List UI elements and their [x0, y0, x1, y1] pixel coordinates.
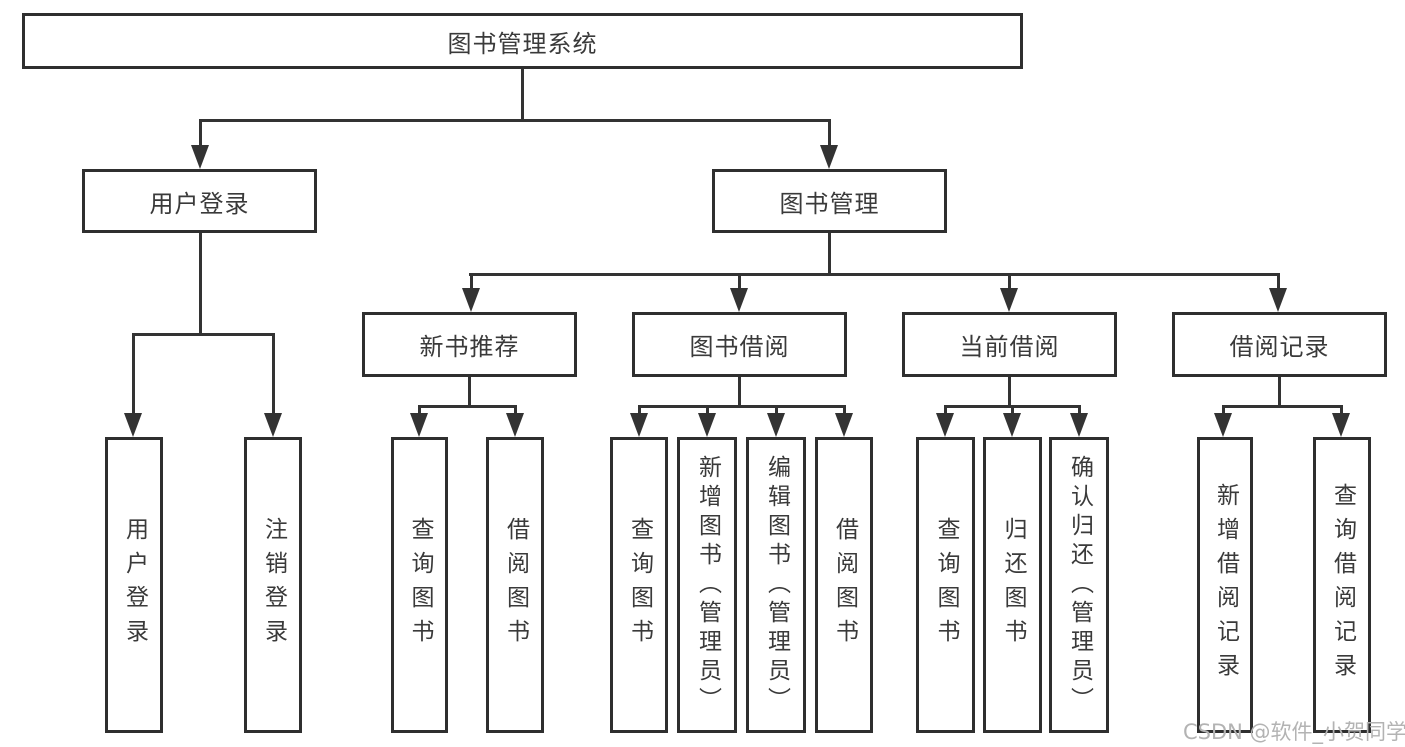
connector-line: [272, 333, 275, 415]
leaf-current-query-books-label: 查询图书: [933, 517, 959, 653]
leaf-record-add-borrow-record-label: 新增借阅记录: [1212, 483, 1239, 687]
node-book-management: 图书管理: [712, 169, 947, 233]
connector-line: [468, 377, 471, 407]
connector-line: [828, 119, 831, 147]
node-current-borrowing-label: 当前借阅: [959, 333, 1060, 361]
connector-line: [418, 405, 421, 417]
leaf-record-query-borrow-record-label: 查询借阅记录: [1329, 483, 1356, 687]
arrowhead-down-icon: [730, 288, 748, 312]
arrowhead-down-icon: [630, 413, 648, 437]
connector-line: [1011, 405, 1014, 417]
arrowhead-down-icon: [698, 413, 716, 437]
arrowhead-down-icon: [1332, 413, 1350, 437]
leaf-user-login-label: 用户登录: [121, 517, 148, 653]
node-book-management-label: 图书管理: [779, 189, 880, 218]
leaf-borrowing-add-books-admin-label: 新增图书（管理员）: [694, 454, 721, 716]
connector-line: [470, 273, 473, 290]
leaf-record-query-borrow-record: 查询借阅记录: [1313, 437, 1371, 733]
connector-line: [638, 405, 846, 408]
arrowhead-down-icon: [1214, 413, 1232, 437]
arrowhead-down-icon: [1070, 413, 1088, 437]
node-user-login: 用户登录: [82, 169, 317, 233]
connector-line: [1222, 405, 1343, 408]
leaf-borrowing-borrow-books-label: 借阅图书: [831, 517, 858, 653]
connector-line: [738, 273, 741, 290]
leaf-newbook-borrow-books: 借阅图书: [486, 437, 544, 733]
arrowhead-down-icon: [936, 413, 954, 437]
leaf-newbook-borrow-books-label: 借阅图书: [502, 517, 529, 653]
leaf-logout: 注销登录: [244, 437, 302, 733]
connector-line: [132, 333, 275, 336]
connector-line: [199, 233, 202, 335]
leaf-borrowing-query-books: 查询图书: [610, 437, 668, 733]
connector-line: [199, 119, 202, 147]
connector-line: [418, 405, 517, 408]
node-new-book-recommend: 新书推荐: [362, 312, 577, 377]
arrowhead-down-icon: [191, 145, 209, 169]
leaf-current-confirm-return-admin: 确认归还（管理员）: [1049, 437, 1109, 733]
leaf-current-return-books: 归还图书: [983, 437, 1042, 733]
arrowhead-down-icon: [410, 413, 428, 437]
arrowhead-down-icon: [835, 413, 853, 437]
leaf-borrowing-add-books-admin: 新增图书（管理员）: [677, 437, 737, 733]
arrowhead-down-icon: [1000, 288, 1018, 312]
leaf-newbook-query-books: 查询图书: [391, 437, 448, 733]
connector-line: [1340, 405, 1343, 417]
arrowhead-down-icon: [820, 145, 838, 169]
connector-line: [132, 333, 135, 415]
csdn-watermark: CSDN @软件_小贺同学: [1183, 720, 1405, 744]
leaf-borrowing-query-books-label: 查询图书: [626, 517, 653, 653]
arrowhead-down-icon: [1003, 413, 1021, 437]
arrowhead-down-icon: [264, 413, 282, 437]
connector-line: [1008, 377, 1011, 407]
leaf-current-confirm-return-admin-label: 确认归还（管理员）: [1066, 454, 1093, 716]
connector-line: [738, 377, 741, 407]
leaf-current-query-books: 查询图书: [916, 437, 975, 733]
node-borrow-records: 借阅记录: [1172, 312, 1387, 377]
node-borrow-records-label: 借阅记录: [1229, 333, 1330, 361]
leaf-borrowing-edit-books-admin-label: 编辑图书（管理员）: [763, 454, 790, 716]
arrowhead-down-icon: [124, 413, 142, 437]
arrowhead-down-icon: [506, 413, 524, 437]
connector-line: [775, 405, 778, 417]
connector-line: [1278, 377, 1281, 407]
node-root-label: 图书管理系统: [447, 29, 598, 58]
connector-line: [944, 405, 947, 417]
leaf-current-return-books-label: 归还图书: [1000, 517, 1026, 653]
node-new-book-recommend-label: 新书推荐: [419, 333, 520, 361]
node-book-borrowing-label: 图书借阅: [689, 333, 790, 361]
connector-line: [843, 405, 846, 417]
node-current-borrowing: 当前借阅: [902, 312, 1117, 377]
leaf-record-add-borrow-record: 新增借阅记录: [1197, 437, 1253, 733]
connector-line: [706, 405, 709, 417]
connector-line: [638, 405, 641, 417]
node-user-login-label: 用户登录: [149, 189, 250, 218]
connector-line: [199, 119, 831, 122]
connector-line: [1008, 273, 1011, 290]
leaf-newbook-query-books-label: 查询图书: [407, 517, 433, 653]
connector-line: [469, 273, 1280, 276]
node-book-borrowing: 图书借阅: [632, 312, 847, 377]
arrowhead-down-icon: [1269, 288, 1287, 312]
leaf-logout-label: 注销登录: [260, 517, 287, 653]
node-root-system: 图书管理系统: [22, 13, 1023, 69]
connector-line: [521, 69, 524, 120]
connector-line: [1222, 405, 1225, 417]
connector-line: [1277, 273, 1280, 290]
connector-line: [1078, 405, 1081, 417]
arrowhead-down-icon: [767, 413, 785, 437]
connector-line: [514, 405, 517, 417]
arrowhead-down-icon: [462, 288, 480, 312]
leaf-borrowing-edit-books-admin: 编辑图书（管理员）: [746, 437, 806, 733]
leaf-user-login: 用户登录: [105, 437, 163, 733]
leaf-borrowing-borrow-books: 借阅图书: [815, 437, 873, 733]
connector-line: [828, 233, 831, 275]
